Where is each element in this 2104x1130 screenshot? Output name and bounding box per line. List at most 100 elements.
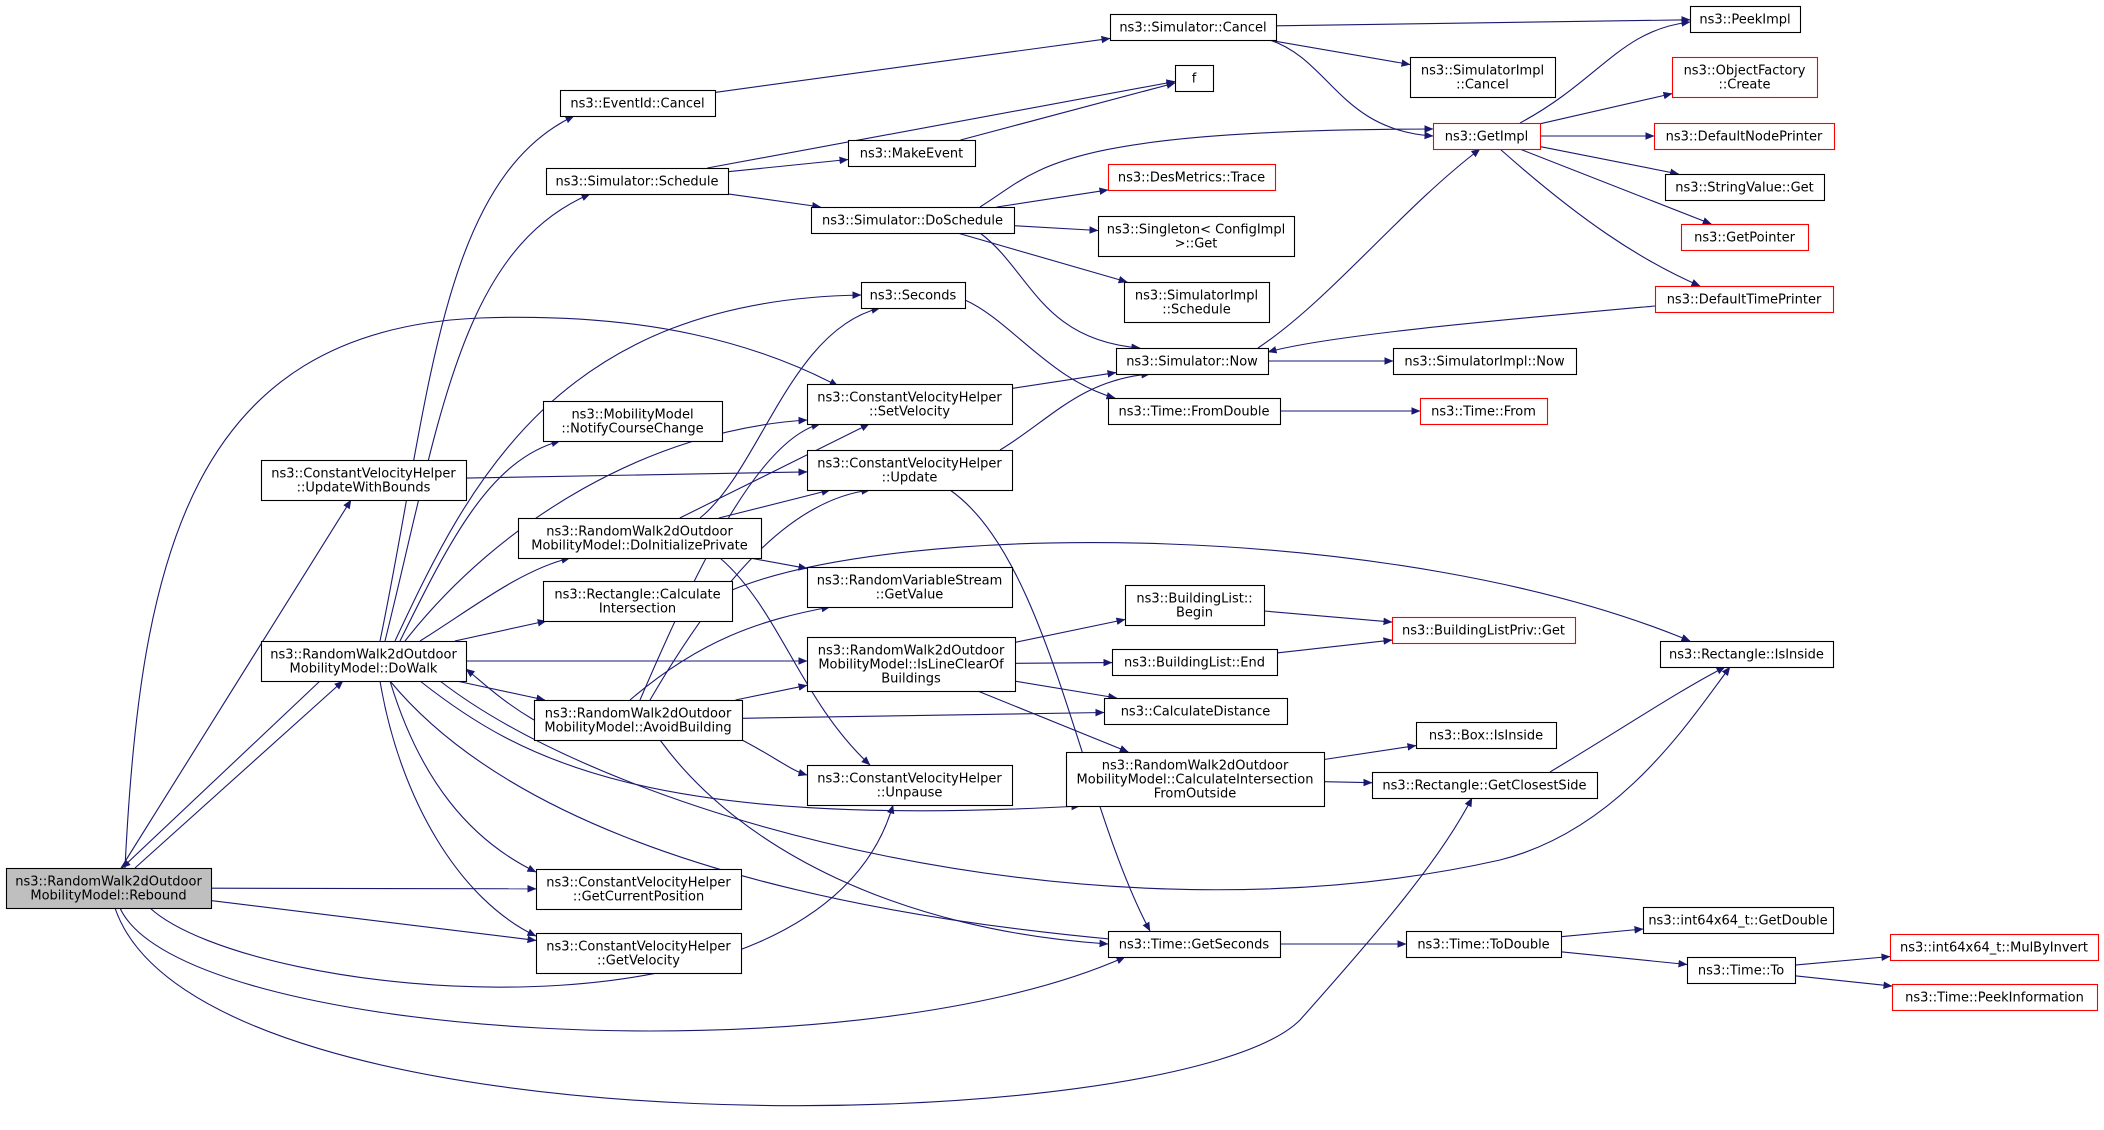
node-seconds[interactable]: ns3::Seconds <box>860 281 967 310</box>
node-getseconds[interactable]: ns3::Time::GetSeconds <box>1107 930 1282 959</box>
node-getpointer[interactable]: ns3::GetPointer <box>1680 223 1810 252</box>
edges-layer <box>114 16 1893 1107</box>
call-edge-getimpl-to-objfactory <box>1539 91 1673 125</box>
node-label-line: ns3::CalculateDistance <box>1121 705 1271 720</box>
node-cvupdate[interactable]: ns3::ConstantVelocityHelper::Update <box>806 449 1014 492</box>
node-label-line: ns3::Time::To <box>1698 964 1784 979</box>
node-label-line: ns3::PeekImpl <box>1699 13 1790 28</box>
node-box <box>1124 584 1266 627</box>
node-eventcancel[interactable]: ns3::EventId::Cancel <box>559 89 717 118</box>
node-box <box>1107 163 1277 192</box>
node-stringvalueget[interactable]: ns3::StringValue::Get <box>1664 173 1826 202</box>
call-edge-islineclear-to-calcintoutside <box>977 690 1129 753</box>
node-timeto[interactable]: ns3::Time::To <box>1686 956 1797 985</box>
call-edge-rebound-to-getclosestside <box>114 797 1473 1107</box>
call-edge-timeto-to-mulbyinvert <box>1794 953 1891 966</box>
node-peekinfo[interactable]: ns3::Time::PeekInformation <box>1891 983 2099 1012</box>
node-boxisinside[interactable]: ns3::Box::IsInside <box>1415 721 1558 750</box>
node-deftimeprinter[interactable]: ns3::DefaultTimePrinter <box>1654 285 1835 314</box>
node-label-line: ns3::SimulatorImpl <box>1135 289 1258 304</box>
node-getvelocity[interactable]: ns3::ConstantVelocityHelper::GetVelocity <box>535 932 743 975</box>
node-simnow[interactable]: ns3::Simulator::Now <box>1115 347 1270 376</box>
node-peekimpl[interactable]: ns3::PeekImpl <box>1689 5 1802 34</box>
node-label-line: ::Schedule <box>1162 303 1231 318</box>
node-simschedule[interactable]: ns3::Simulator::Schedule <box>545 167 730 196</box>
node-label-line: ns3::BuildingList:: <box>1136 592 1252 607</box>
node-box <box>1111 648 1279 677</box>
node-simcancel[interactable]: ns3::Simulator::Cancel <box>1109 13 1278 42</box>
call-edge-avoidbuilding-to-getseconds <box>659 739 1109 948</box>
node-rectcalcint[interactable]: ns3::Rectangle::CalculateIntersection <box>542 580 734 623</box>
call-edge-avoidbuilding-to-dowalk <box>465 668 535 721</box>
node-box <box>1680 223 1810 252</box>
node-label-line: ns3::StringValue::Get <box>1675 181 1813 196</box>
node-makeevent[interactable]: ns3::MakeEvent <box>847 139 977 168</box>
node-label-line: ns3::RandomWalk2dOutdoor <box>545 707 732 722</box>
node-todouble[interactable]: ns3::Time::ToDouble <box>1405 930 1563 959</box>
node-simdoschedule[interactable]: ns3::Simulator::DoSchedule <box>810 206 1016 235</box>
node-label-line: MobilityModel::IsLineClearOf <box>818 658 1004 673</box>
node-label-line: ns3::Rectangle::GetClosestSide <box>1382 779 1586 794</box>
node-simimplnow[interactable]: ns3::SimulatorImpl::Now <box>1392 347 1578 376</box>
node-objfactory[interactable]: ns3::ObjectFactory::Create <box>1671 56 1819 99</box>
node-updatewithbounds[interactable]: ns3::ConstantVelocityHelper::UpdateWithB… <box>260 459 468 502</box>
node-box <box>535 932 743 975</box>
node-label-line: ns3::Seconds <box>870 289 957 304</box>
node-label-line: ::Update <box>882 471 938 486</box>
node-blbegin[interactable]: ns3::BuildingList::Begin <box>1124 584 1266 627</box>
node-calcdistance[interactable]: ns3::CalculateDistance <box>1103 697 1289 726</box>
node-timefrom[interactable]: ns3::Time::From <box>1419 397 1549 426</box>
node-blprivget[interactable]: ns3::BuildingListPriv::Get <box>1391 616 1577 645</box>
node-label-line: ns3::MobilityModel <box>571 408 693 423</box>
node-simimplschedule[interactable]: ns3::SimulatorImpl::Schedule <box>1123 281 1271 324</box>
node-label-line: MobilityModel::DoWalk <box>290 662 438 677</box>
call-edge-simcancel-to-getimpl <box>1269 39 1434 140</box>
call-edge-dowalk-to-rectisinside <box>439 666 1731 891</box>
node-getclosestside[interactable]: ns3::Rectangle::GetClosestSide <box>1371 771 1599 800</box>
call-edge-simdoschedule-to-getimpl <box>979 125 1434 208</box>
node-simimplcancel[interactable]: ns3::SimulatorImpl::Cancel <box>1409 56 1557 99</box>
node-getimpl[interactable]: ns3::GetImpl <box>1432 122 1542 151</box>
call-edge-getimpl-to-getpointer <box>1519 148 1712 225</box>
node-label-line: ns3::int64x64_t::GetDouble <box>1648 914 1827 929</box>
call-edge-dowalk-to-simschedule <box>384 193 591 642</box>
node-getdouble[interactable]: ns3::int64x64_t::GetDouble <box>1642 906 1835 935</box>
call-edge-simschedule-to-makeevent <box>727 156 849 173</box>
node-dowalk[interactable]: ns3::RandomWalk2dOutdoorMobilityModel::D… <box>260 640 468 683</box>
node-getcurpos[interactable]: ns3::ConstantVelocityHelper::GetCurrentP… <box>535 868 743 911</box>
node-setvelocity[interactable]: ns3::ConstantVelocityHelper::SetVelocity <box>806 383 1014 426</box>
node-singleton[interactable]: ns3::Singleton< ConfigImpl >::Get <box>1097 215 1296 258</box>
node-notifycourse[interactable]: ns3::MobilityModel::NotifyCourseChange <box>542 400 724 443</box>
node-box <box>1174 64 1215 93</box>
node-box <box>1115 347 1270 376</box>
node-label-line: ns3::Rectangle::Calculate <box>554 588 720 603</box>
node-rvsgetvalue[interactable]: ns3::RandomVariableStream::GetValue <box>806 566 1014 609</box>
node-desmetrics[interactable]: ns3::DesMetrics::Trace <box>1107 163 1277 192</box>
node-label-line: f <box>1192 72 1197 87</box>
node-fromdouble[interactable]: ns3::Time::FromDouble <box>1107 397 1282 426</box>
node-label-line: Buildings <box>881 672 941 687</box>
node-box <box>545 167 730 196</box>
call-edge-simdoschedule-to-desmetrics <box>996 187 1109 208</box>
node-calcintoutside[interactable]: ns3::RandomWalk2dOutdoorMobilityModel::C… <box>1065 751 1326 808</box>
node-box <box>1889 933 2100 962</box>
node-label-line: ns3::ConstantVelocityHelper <box>817 457 1002 472</box>
node-f[interactable]: f <box>1174 64 1215 93</box>
node-box <box>860 281 967 310</box>
node-mulbyinvert[interactable]: ns3::int64x64_t::MulByInvert <box>1889 933 2100 962</box>
node-rectisinside[interactable]: ns3::Rectangle::IsInside <box>1659 640 1835 669</box>
call-edge-simdoschedule-to-simimplschedule <box>957 232 1128 284</box>
node-defnodeprinter[interactable]: ns3::DefaultNodePrinter <box>1653 122 1836 151</box>
node-avoidbuilding[interactable]: ns3::RandomWalk2dOutdoorMobilityModel::A… <box>533 699 744 742</box>
node-islineclear[interactable]: ns3::RandomWalk2dOutdoorMobilityModel::I… <box>806 636 1017 693</box>
node-rebound[interactable]: ns3::RandomWalk2dOutdoorMobilityModel::R… <box>5 867 213 910</box>
node-blend[interactable]: ns3::BuildingList::End <box>1111 648 1279 677</box>
node-box <box>806 449 1014 492</box>
node-label-line: ::SetVelocity <box>869 405 950 420</box>
node-label-line: ns3::SimulatorImpl <box>1421 64 1544 79</box>
node-doinitpriv[interactable]: ns3::RandomWalk2dOutdoorMobilityModel::D… <box>517 517 763 560</box>
call-edge-dowalk-to-setvelocity <box>404 416 808 642</box>
node-unpause[interactable]: ns3::ConstantVelocityHelper::Unpause <box>806 764 1014 807</box>
node-label-line: ::Create <box>1719 78 1771 93</box>
call-edge-dowalk-to-eventcancel <box>379 115 575 642</box>
